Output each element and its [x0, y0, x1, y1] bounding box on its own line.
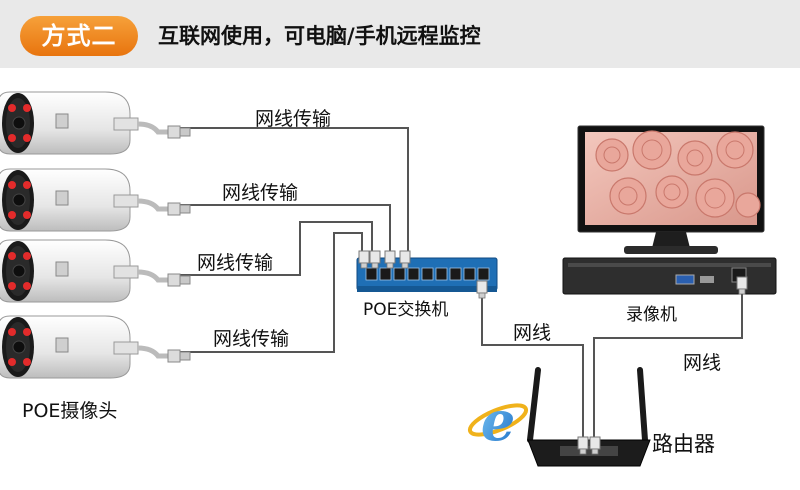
- cable-label-switch-router: 网线: [513, 322, 552, 344]
- svg-text:e: e: [481, 389, 515, 453]
- poe-camera-1: [0, 92, 190, 154]
- poe-camera-3: [0, 240, 190, 302]
- poe-camera-4: [0, 316, 190, 378]
- internet-explorer-icon: e: [467, 389, 529, 453]
- cameras-label: POE摄像头: [22, 400, 118, 422]
- monitor: [577, 125, 765, 254]
- cable-label-4: 网线传输: [213, 328, 290, 350]
- method-badge: 方式二: [20, 16, 138, 56]
- cable-label-3: 网线传输: [197, 252, 274, 274]
- nvr-label: 录像机: [626, 305, 677, 325]
- header-title: 互联网使用，可电脑/手机远程监控: [158, 24, 481, 48]
- poe-camera-2: [0, 169, 190, 231]
- nvr-recorder: [562, 257, 777, 295]
- router-label: 路由器: [652, 432, 715, 456]
- switch-label: POE交换机: [363, 300, 449, 320]
- cable-label-nvr-router: 网线: [683, 352, 722, 374]
- network-diagram: e: [0, 68, 777, 467]
- header-bar: 方式二 互联网使用，可电脑/手机远程监控: [0, 0, 800, 68]
- cable-label-2: 网线传输: [222, 182, 299, 204]
- router: [527, 367, 651, 467]
- cable-label-1: 网线传输: [255, 108, 332, 130]
